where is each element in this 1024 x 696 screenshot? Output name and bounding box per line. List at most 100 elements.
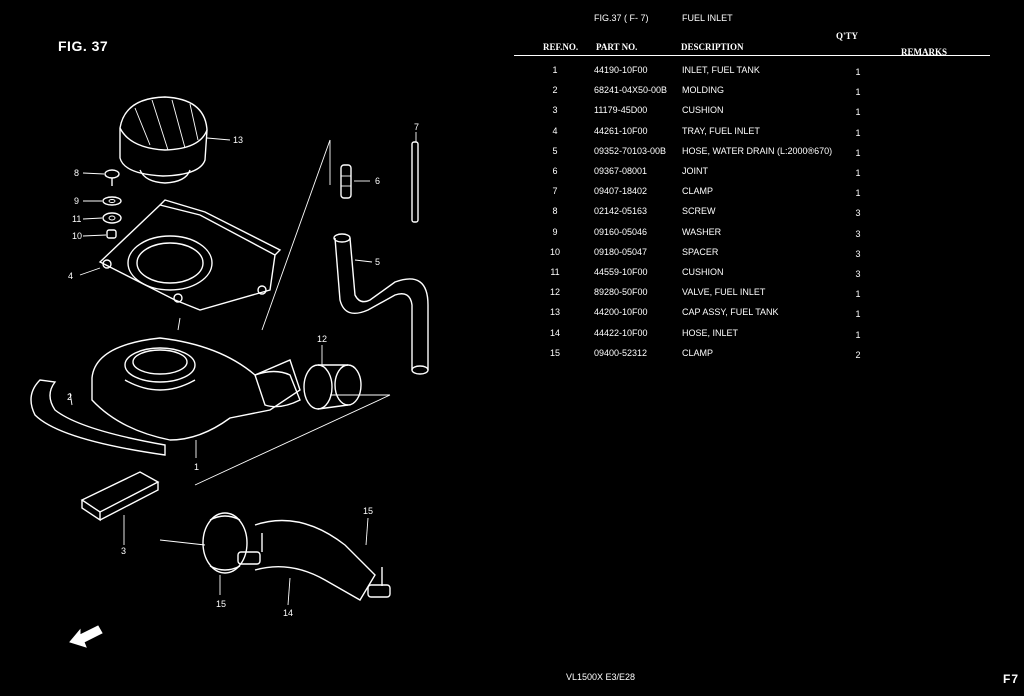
table-row: 6 09367-08001 JOINT 1 bbox=[530, 161, 868, 181]
callout-5: 5 bbox=[375, 257, 380, 267]
drain-hose-drawing bbox=[333, 233, 429, 375]
description-cell: SCREW bbox=[682, 206, 716, 217]
part-no-cell: 11179-45D00 bbox=[594, 105, 648, 116]
callout-2: 2 bbox=[67, 392, 72, 402]
fuel-cap-drawing bbox=[119, 96, 231, 184]
remarks-header: REMARKS bbox=[901, 47, 948, 57]
description-cell: HOSE, WATER DRAIN (L:2000®670) bbox=[682, 145, 833, 156]
table-row: 4 44261-10F00 TRAY, FUEL INLET 1 bbox=[530, 121, 868, 141]
ref-no-cell: 4 bbox=[552, 125, 558, 136]
qty-cell: 1 bbox=[855, 107, 861, 118]
part-no-cell: 02142-05163 bbox=[594, 206, 648, 217]
description-cell: TRAY, FUEL INLET bbox=[682, 125, 760, 136]
clamp-strip-drawing bbox=[411, 132, 419, 223]
ref-no-cell: 13 bbox=[549, 307, 560, 318]
ref-no-cell: 11 bbox=[550, 266, 560, 277]
description-cell: JOINT bbox=[682, 166, 708, 177]
ref-no-cell: 10 bbox=[549, 246, 560, 257]
ref-no-cell: 12 bbox=[549, 287, 560, 298]
fuel-inlet-valve-drawing bbox=[303, 345, 362, 410]
description-cell: CAP ASSY, FUEL TANK bbox=[682, 307, 779, 318]
part-no-cell: 09400-52312 bbox=[594, 347, 648, 358]
part-no-cell: 44200-10F00 bbox=[594, 307, 648, 318]
description-header: DESCRIPTION bbox=[681, 42, 744, 52]
callout-15a: 15 bbox=[216, 599, 226, 609]
fasteners-drawing bbox=[82, 169, 122, 239]
description-cell: INLET, FUEL TANK bbox=[682, 65, 760, 76]
description-cell: CUSHION bbox=[682, 266, 724, 277]
part-no-cell: 44261-10F00 bbox=[594, 125, 648, 136]
model-footer: VL1500X E3/E28 bbox=[566, 672, 636, 682]
ref-no-cell: 5 bbox=[552, 145, 558, 156]
part-no-cell: 44422-10F00 bbox=[594, 327, 648, 338]
cushion-drawing bbox=[80, 471, 160, 545]
inlet-hose-drawing bbox=[159, 512, 391, 606]
fuel-inlet-tray-drawing bbox=[79, 199, 282, 311]
ref-no-cell: 1 bbox=[552, 65, 558, 76]
joint-drawing bbox=[340, 164, 370, 199]
table-row: 11 44559-10F00 CUSHION 3 bbox=[530, 262, 868, 282]
qty-cell: 1 bbox=[855, 87, 861, 98]
qty-cell: 1 bbox=[855, 188, 861, 199]
exploded-parts-diagram: 1 2 3 4 5 6 7 8 9 10 11 12 13 14 15 15 bbox=[30, 96, 429, 648]
molding-drawing bbox=[30, 379, 166, 456]
callout-1: 1 bbox=[194, 462, 199, 472]
table-row: 10 09180-05047 SPACER 3 bbox=[530, 242, 868, 262]
qty-cell: 1 bbox=[855, 168, 861, 179]
qty-cell: 1 bbox=[855, 289, 861, 300]
qty-header: Q'TY bbox=[836, 31, 859, 41]
description-cell: WASHER bbox=[682, 226, 722, 237]
callout-7: 7 bbox=[414, 122, 419, 132]
part-no-cell: 89280-50F00 bbox=[594, 287, 648, 298]
part-no-cell: 44190-10F00 bbox=[594, 65, 648, 76]
description-cell: CLAMP bbox=[682, 347, 714, 358]
part-no-header: PART NO. bbox=[596, 42, 638, 52]
qty-cell: 3 bbox=[855, 268, 861, 279]
description-cell: CLAMP bbox=[682, 186, 714, 197]
description-cell: VALVE, FUEL INLET bbox=[682, 287, 766, 298]
callout-6: 6 bbox=[375, 176, 380, 186]
callout-3: 3 bbox=[121, 546, 126, 556]
description-cell: CUSHION bbox=[682, 105, 724, 116]
ref-no-cell: 2 bbox=[552, 85, 558, 96]
ref-no-cell: 7 bbox=[552, 186, 558, 197]
front-arrow-icon bbox=[69, 625, 103, 648]
table-row: 12 89280-50F00 VALVE, FUEL INLET 1 bbox=[530, 282, 868, 302]
table-row: 8 02142-05163 SCREW 3 bbox=[530, 201, 868, 221]
part-no-cell: 09407-18402 bbox=[594, 186, 648, 197]
part-no-cell: 09180-05047 bbox=[594, 246, 648, 257]
callout-13: 13 bbox=[233, 135, 243, 145]
qty-cell: 3 bbox=[855, 248, 861, 259]
part-no-cell: 44559-10F00 bbox=[594, 266, 648, 277]
table-row: 3 11179-45D00 CUSHION 1 bbox=[530, 100, 868, 120]
callout-4: 4 bbox=[68, 271, 73, 281]
ref-no-cell: 6 bbox=[552, 166, 558, 177]
qty-cell: 1 bbox=[855, 309, 861, 320]
ref-no-cell: 8 bbox=[552, 206, 558, 217]
qty-cell: 1 bbox=[855, 329, 861, 340]
qty-cell: 2 bbox=[855, 349, 861, 360]
table-row: 13 44200-10F00 CAP ASSY, FUEL TANK 1 bbox=[530, 302, 868, 322]
callout-11: 11 bbox=[72, 214, 81, 224]
ref-no-cell: 14 bbox=[549, 327, 560, 338]
callout-14: 14 bbox=[283, 608, 293, 618]
ref-no-cell: 3 bbox=[552, 105, 558, 116]
description-cell: SPACER bbox=[682, 246, 719, 257]
qty-cell: 1 bbox=[855, 67, 861, 78]
part-no-cell: 68241-04X50-00B bbox=[594, 85, 668, 96]
callout-12: 12 bbox=[317, 334, 327, 344]
callout-10: 10 bbox=[72, 231, 82, 241]
qty-cell: 1 bbox=[855, 127, 861, 138]
section-title: FUEL INLET bbox=[682, 13, 733, 23]
table-row: 1 44190-10F00 INLET, FUEL TANK 1 bbox=[530, 60, 868, 80]
description-cell: MOLDING bbox=[682, 85, 725, 96]
figure-label: FIG. 37 bbox=[58, 38, 109, 54]
page-code: F7 bbox=[1003, 672, 1020, 686]
part-no-cell: 09367-08001 bbox=[594, 166, 648, 177]
qty-cell: 3 bbox=[855, 208, 861, 219]
figure-reference: FIG.37 ( F- 7) bbox=[594, 13, 649, 23]
